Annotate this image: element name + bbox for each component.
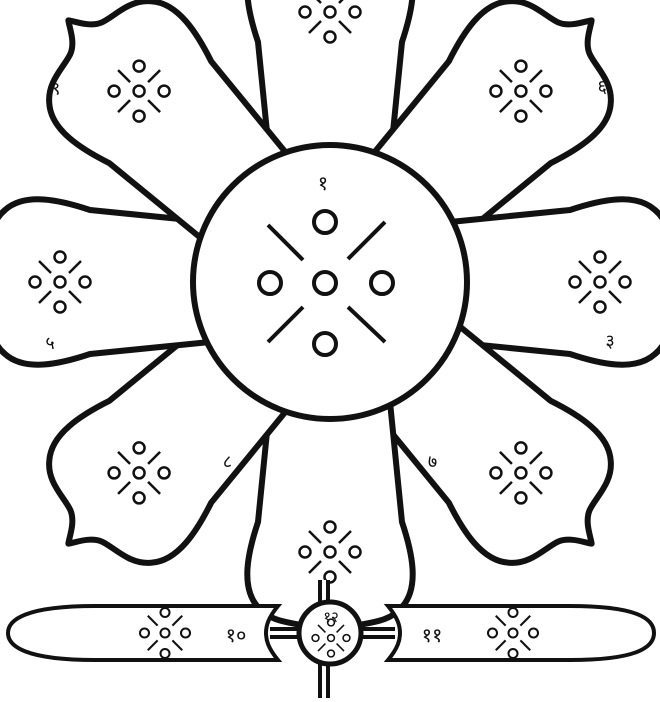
stem-node: १२ [299, 602, 361, 664]
left-leaf-label: १० [226, 623, 247, 647]
right-leaf-label: ११ [422, 623, 443, 647]
petal-label: ८ [223, 451, 232, 472]
left-leaf: १० [8, 606, 278, 660]
petal-left: ५ [0, 199, 210, 364]
right-leaf: ११ [388, 606, 654, 660]
petal-label: ९ [51, 79, 60, 100]
petal-right: ३ [450, 199, 660, 364]
center-disc: १ [193, 145, 467, 419]
petal-label: ३ [605, 331, 614, 352]
petal-label: ७ [428, 451, 437, 472]
center-label: १ [318, 171, 328, 195]
petal-label: ६ [598, 77, 607, 98]
stem-label: १२ [323, 608, 339, 626]
petal-label: ५ [45, 333, 54, 354]
